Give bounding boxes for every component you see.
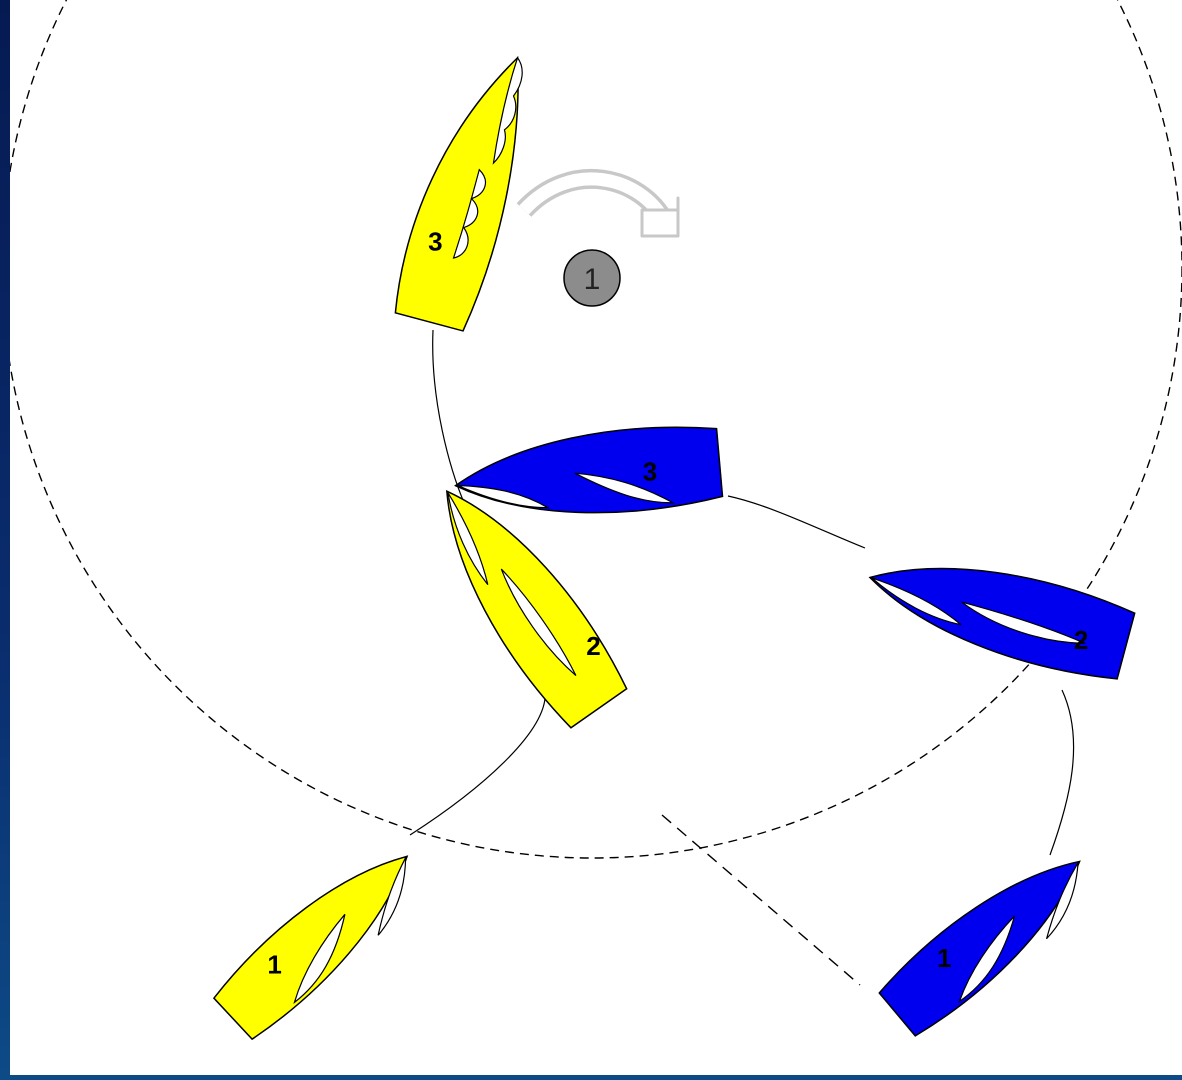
yellow-boat-2: 2: [445, 490, 628, 729]
yellow-boat-2-label: 2: [586, 631, 600, 661]
mark-buoy: [563, 249, 621, 307]
yellow-jib-3: [492, 56, 523, 165]
blue-hull-3: [454, 426, 724, 514]
blue-boat-3: 3: [454, 426, 724, 514]
yellow-hull-2: [445, 490, 628, 729]
blue-hull-1: [878, 860, 1081, 1037]
blue-mainsail-2: [961, 601, 1086, 645]
tangent-dashed-line: [661, 814, 861, 986]
blue-boat-1-label: 1: [937, 943, 951, 973]
yellow-jib-2: [447, 492, 489, 585]
yellow-mainsail-3: [452, 168, 487, 259]
blue-boat-3-label: 3: [643, 457, 657, 487]
yellow-hull-1: [212, 855, 409, 1041]
blue-jib-2: [871, 577, 962, 626]
diagram-canvas: 1 1 2 3 1 2 3: [10, 0, 1182, 1041]
yellow-hull-3: [394, 56, 519, 332]
blue-boat-2: 2: [868, 567, 1136, 680]
blue-boat-2-label: 2: [1074, 625, 1088, 655]
blue-jib-1: [1045, 862, 1079, 940]
yellow-boat-1-label: 1: [267, 950, 281, 980]
yellow-jib-1: [377, 857, 407, 936]
zone-circle: [10, 0, 1182, 859]
yellow-mainsail-2: [500, 568, 577, 676]
yellow-boat-3-label: 3: [428, 227, 442, 257]
mark: 1: [563, 249, 621, 307]
blue-track-line: [727, 495, 1075, 856]
yellow-boat-1: 1: [212, 855, 409, 1041]
blue-mainsail-1: [958, 915, 1016, 1003]
blue-mainsail-3: [574, 472, 676, 504]
blue-jib-3: [457, 484, 550, 509]
yellow-track-line: [409, 329, 546, 836]
yellow-mainsail-1: [293, 913, 346, 1005]
curved-arrow-icon: [516, 168, 680, 238]
mark-label: 1: [584, 263, 601, 296]
blue-boat-1: 1: [878, 860, 1081, 1037]
yellow-boat-3: 3: [394, 56, 523, 332]
diagram-frame: 1 1 2 3 1 2 3: [10, 0, 1182, 1075]
